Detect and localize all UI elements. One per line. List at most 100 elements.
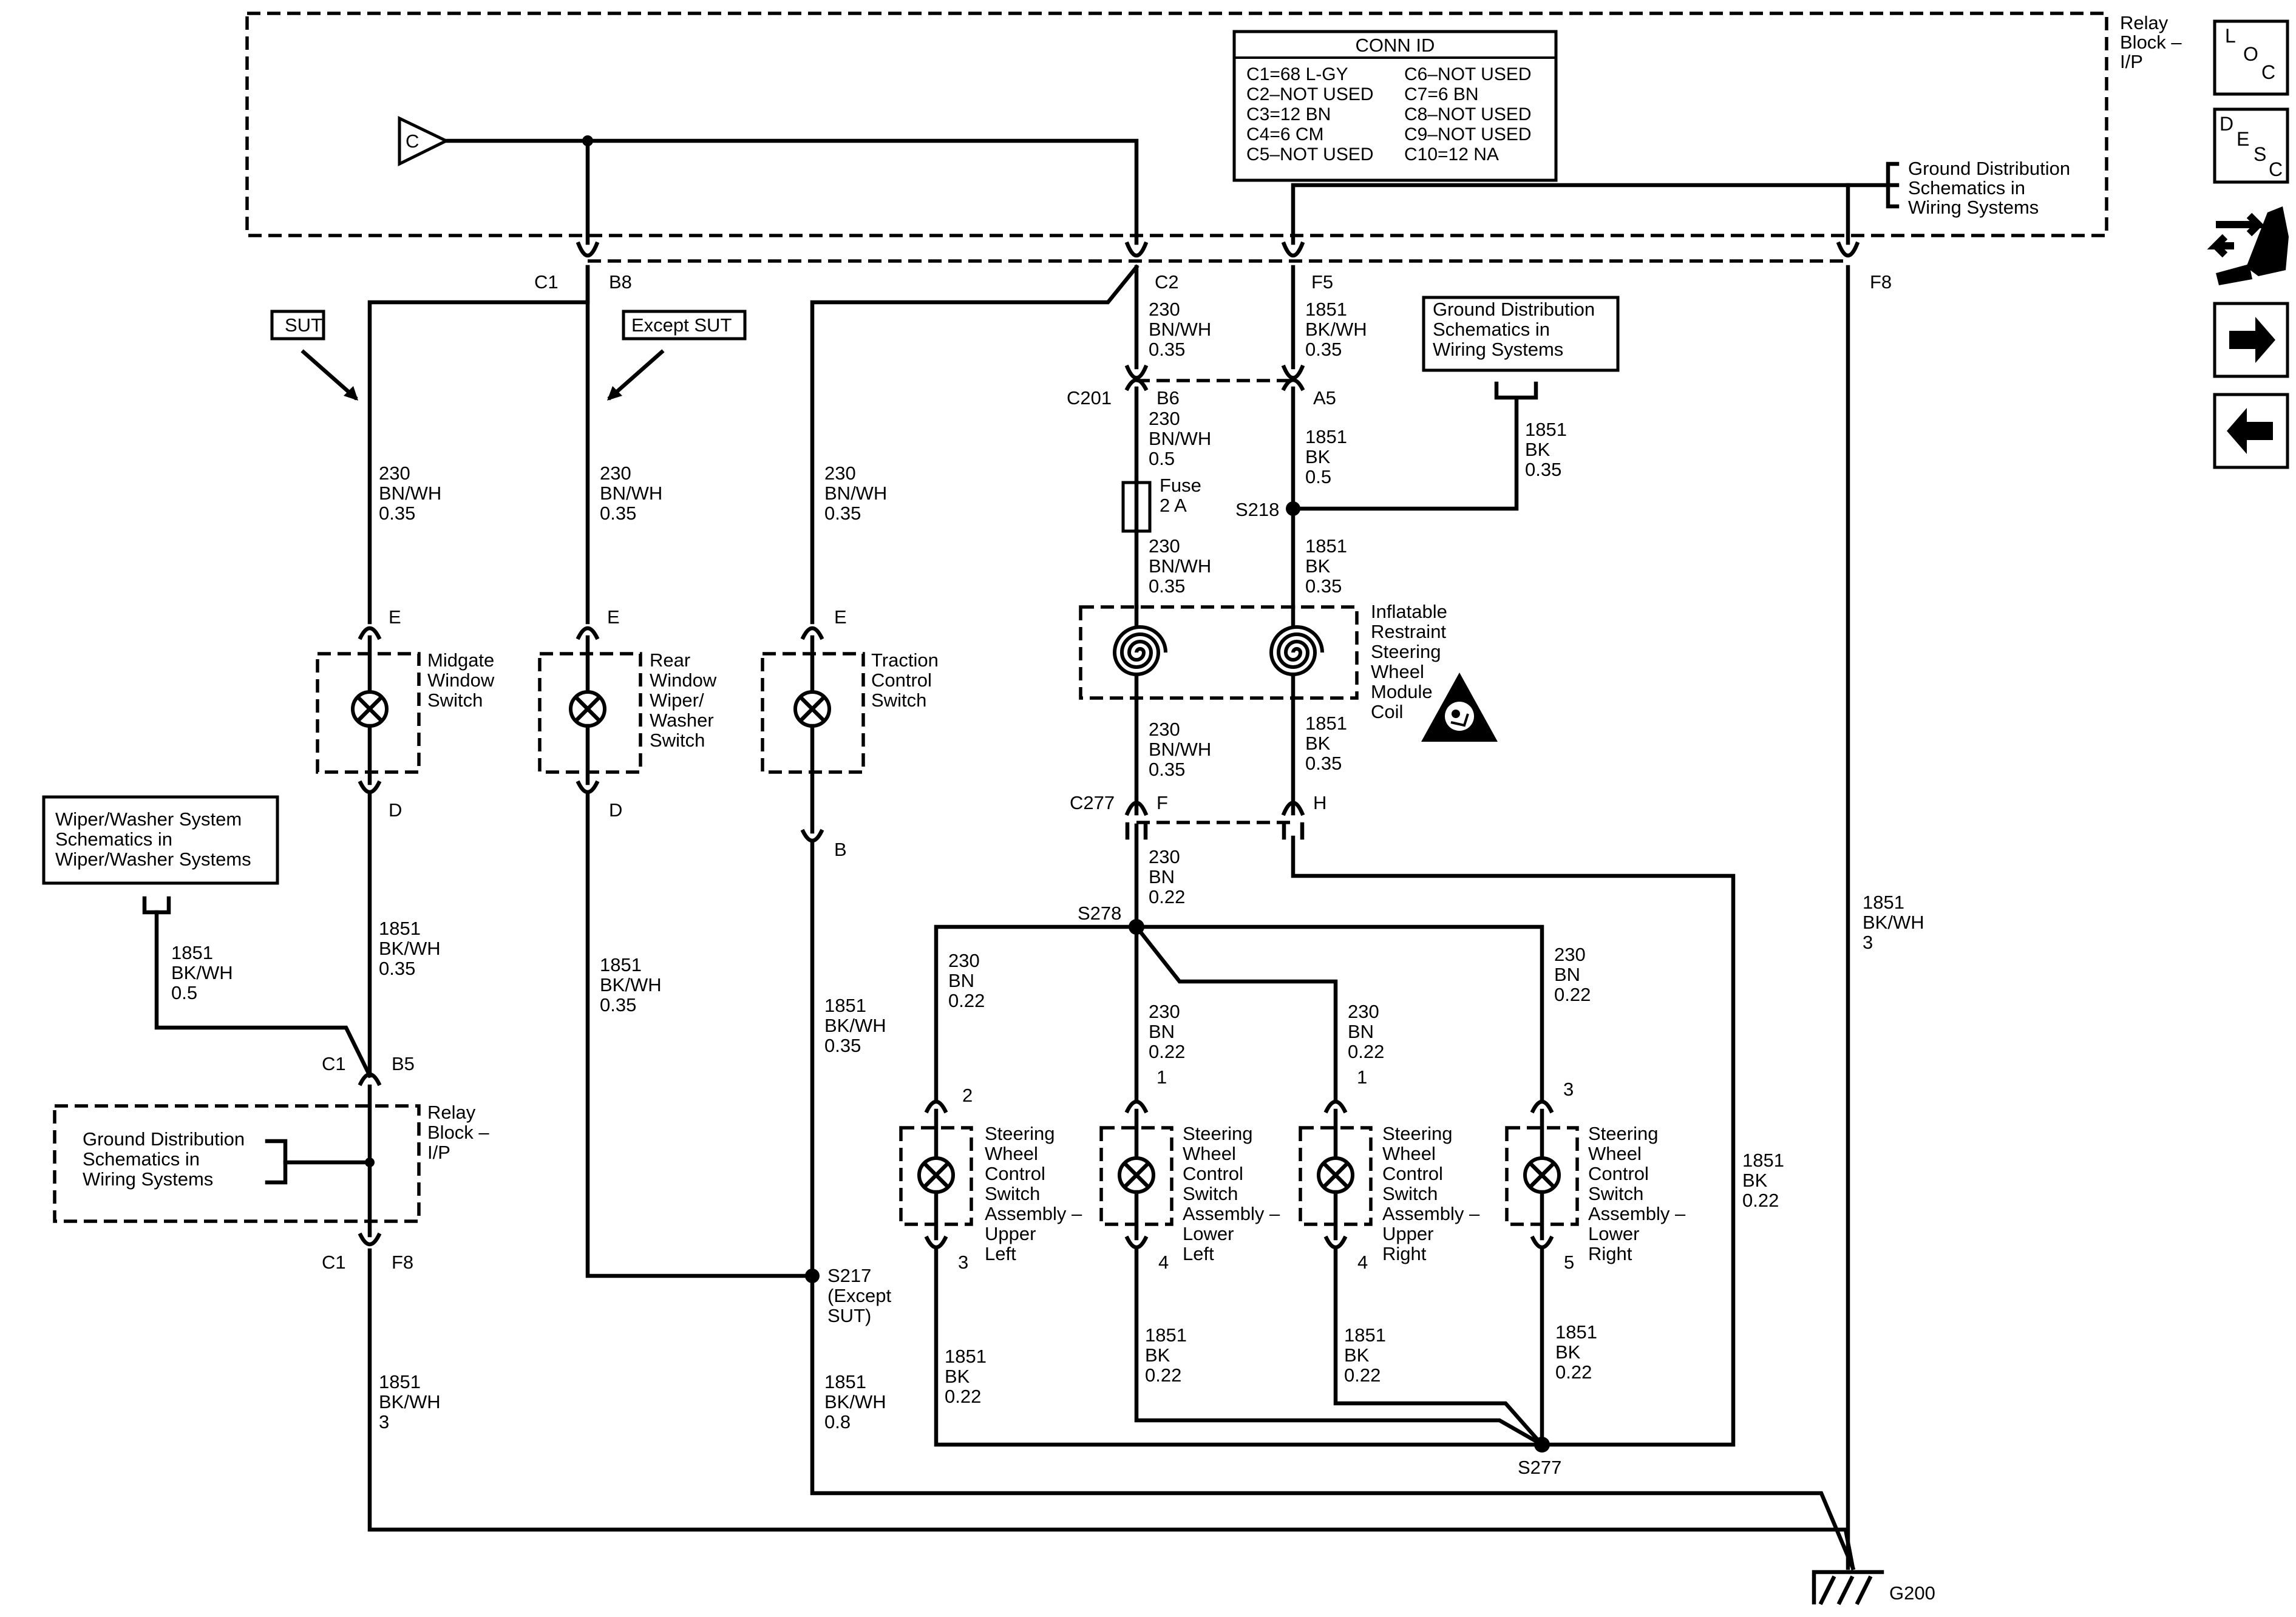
tag-sut	[270, 310, 325, 341]
svg-text:Upper: Upper	[985, 1223, 1036, 1244]
wire-wiper-ground	[154, 910, 373, 1079]
svg-text:0.22: 0.22	[945, 1386, 981, 1407]
svg-text:0.35: 0.35	[1149, 759, 1185, 780]
svg-text:C7=6 BN: C7=6 BN	[1404, 84, 1479, 104]
svg-text:Wiper/Washer Systems: Wiper/Washer Systems	[55, 849, 251, 870]
svg-text:1851: 1851	[379, 1371, 421, 1392]
svg-text:Rear: Rear	[650, 649, 690, 671]
wire-s218-ground-ref	[1291, 397, 1519, 511]
label-wire-s218-out: 1851 BK 0.35	[1305, 535, 1347, 597]
svg-text:Wheel: Wheel	[985, 1143, 1038, 1164]
svg-text:Switch: Switch	[985, 1183, 1040, 1204]
svg-text:BK: BK	[1742, 1170, 1768, 1191]
steering-wheel-switch-lower-right: 3 5	[1505, 1079, 1579, 1273]
svg-text:0.35: 0.35	[600, 994, 636, 1015]
label-s277: S277	[1518, 1457, 1561, 1478]
svg-text:0.35: 0.35	[1305, 753, 1342, 774]
pin-c2: C2	[1155, 271, 1179, 293]
svg-text:Control: Control	[985, 1163, 1045, 1184]
svg-text:S: S	[2254, 143, 2266, 165]
steering-wheel-switch-upper-right: 1 4	[1299, 1066, 1373, 1273]
svg-text:Inflatable: Inflatable	[1371, 601, 1447, 622]
label-wire-s218-ground: 1851 BK 0.35	[1525, 419, 1567, 480]
wire-ur-s277	[1333, 1248, 1545, 1448]
svg-text:Switch: Switch	[871, 690, 926, 711]
svg-text:D: D	[609, 799, 622, 821]
svg-text:Schematics in: Schematics in	[83, 1148, 200, 1170]
nav-desc-button[interactable]: D E S C	[2213, 107, 2289, 184]
svg-text:C5–NOT USED: C5–NOT USED	[1246, 144, 1374, 164]
svg-text:5: 5	[1564, 1252, 1574, 1273]
label-wire-sw-ll-in: 230 BN 0.22	[1149, 1001, 1185, 1062]
connector-tools-icon[interactable]	[2207, 206, 2289, 285]
pin-b6: B6	[1156, 387, 1180, 408]
connector-c277	[1124, 801, 1305, 840]
svg-text:1851: 1851	[1145, 1324, 1187, 1346]
label-wire-c1f8: 1851 BK/WH 3	[379, 1371, 441, 1432]
ground-distribution-reference-top[interactable]: Ground Distribution Schematics in Wiring…	[1846, 158, 2070, 218]
svg-text:4: 4	[1158, 1252, 1169, 1273]
label-traction-switch: Traction Control Switch	[871, 649, 939, 711]
wiper-washer-reference[interactable]: Wiper/Washer System Schematics in Wiper/…	[42, 795, 279, 915]
ground-distribution-reference-left[interactable]: Ground Distribution Schematics in Wiring…	[83, 1128, 245, 1190]
connector-c1-top: C1	[534, 271, 559, 293]
svg-text:1851: 1851	[600, 954, 642, 975]
svg-text:Traction: Traction	[871, 649, 939, 671]
connector-c1-bottom: C1	[322, 1252, 346, 1273]
svg-text:Switch: Switch	[427, 690, 483, 711]
svg-text:C4=6 CM: C4=6 CM	[1246, 124, 1324, 144]
svg-text:230: 230	[1554, 944, 1586, 965]
svg-text:Wheel: Wheel	[1371, 661, 1424, 682]
svg-text:3: 3	[379, 1411, 389, 1432]
label-wire-a5: 1851 BK 0.5	[1305, 426, 1347, 487]
svg-text:Assembly –: Assembly –	[1382, 1203, 1480, 1224]
svg-text:Assembly –: Assembly –	[1588, 1203, 1686, 1224]
svg-text:BN/WH: BN/WH	[824, 483, 887, 504]
tag-sut-label: SUT	[285, 314, 322, 336]
label-wire-traction-2: 1851 BK/WH 0.35	[824, 995, 886, 1056]
relay-junction	[582, 135, 593, 146]
svg-text:Coil: Coil	[1371, 701, 1403, 722]
nav-forward-button[interactable]	[2213, 302, 2289, 378]
svg-text:230: 230	[1149, 1001, 1180, 1022]
svg-text:Block –: Block –	[427, 1122, 489, 1143]
svg-text:3: 3	[1863, 932, 1873, 953]
svg-text:Left: Left	[985, 1243, 1016, 1264]
svg-text:BK: BK	[1555, 1341, 1581, 1363]
label-rear-wiper-switch: Rear Window Wiper/ Washer Switch	[650, 649, 717, 751]
svg-text:Ground Distribution: Ground Distribution	[1908, 158, 2070, 179]
connector-c1-mid: C1	[322, 1053, 346, 1074]
svg-text:Schematics in: Schematics in	[55, 829, 172, 850]
svg-text:0.8: 0.8	[824, 1411, 851, 1432]
label-wire-midgate-1: 230 BN/WH 0.35	[379, 463, 441, 524]
splice-s217	[805, 1269, 820, 1283]
svg-text:BK/WH: BK/WH	[1863, 912, 1924, 933]
arrow-except-sut-head	[607, 386, 622, 401]
svg-text:1851: 1851	[824, 1371, 866, 1392]
svg-text:1851: 1851	[1344, 1324, 1386, 1346]
svg-text:Wiring Systems: Wiring Systems	[1433, 339, 1563, 360]
label-wire-s217-ground: 1851 BK/WH 0.8	[824, 1371, 886, 1432]
svg-text:Washer: Washer	[650, 710, 714, 731]
svg-text:C9–NOT USED: C9–NOT USED	[1404, 124, 1532, 144]
conn-id-table: CONN ID C1=68 L-GY C2–NOT USED C3=12 BN …	[1232, 30, 1558, 182]
svg-text:BN/WH: BN/WH	[1149, 739, 1211, 760]
arrow-right-icon	[2229, 317, 2275, 363]
svg-text:1851: 1851	[1863, 892, 1904, 913]
svg-text:E: E	[607, 606, 620, 628]
coil-spiral-right	[1269, 605, 1324, 700]
svg-text:Wheel: Wheel	[1382, 1143, 1436, 1164]
svg-text:1851: 1851	[1742, 1150, 1784, 1171]
svg-text:CONN ID: CONN ID	[1356, 35, 1435, 56]
ground-distribution-reference-mid[interactable]: Ground Distribution Schematics in Wiring…	[1422, 296, 1620, 400]
svg-text:Relay: Relay	[2120, 12, 2169, 33]
svg-text:0.22: 0.22	[1344, 1364, 1381, 1386]
svg-text:Schematics in: Schematics in	[1433, 319, 1550, 340]
label-fuse: Fuse 2 A	[1160, 475, 1201, 516]
svg-text:BK: BK	[1525, 439, 1550, 460]
nav-loc-button[interactable]: L O C	[2213, 19, 2289, 96]
label-switch-upper-left: Steering Wheel Control Switch Assembly –…	[985, 1123, 1082, 1264]
svg-text:Wiring Systems: Wiring Systems	[83, 1168, 213, 1190]
nav-back-button[interactable]	[2213, 393, 2289, 469]
pin-f8-bottom: F8	[392, 1252, 413, 1273]
